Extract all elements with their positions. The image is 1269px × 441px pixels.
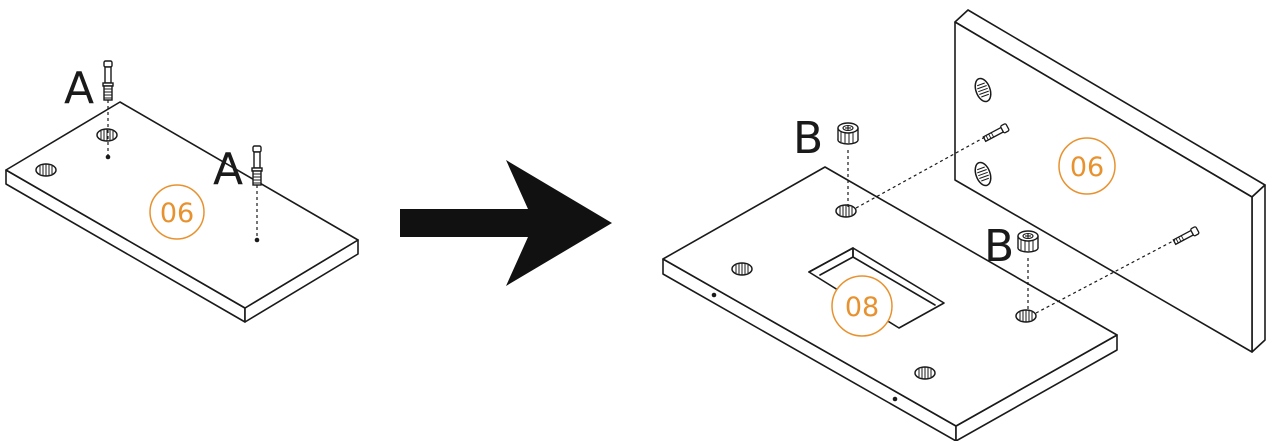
part-number-badge: 08 [831, 275, 893, 337]
part-number-badge: 06 [1058, 137, 1116, 195]
dowel-hole [254, 237, 260, 243]
cam-lock-icon [1017, 230, 1039, 253]
guide-line [1035, 239, 1176, 314]
cam-bolt-icon [102, 60, 114, 101]
label-a: A [64, 63, 94, 114]
cam-hole-icon [1015, 309, 1037, 323]
arrow-right-icon [400, 160, 612, 286]
part-number-06: 06 [1070, 152, 1104, 183]
cam-hole-icon [731, 262, 753, 276]
dowel-hole [105, 154, 111, 160]
part-number-badge: 06 [149, 184, 205, 240]
part-number-06: 06 [160, 198, 194, 229]
label-a: A [213, 144, 243, 195]
cam-hole-icon [96, 128, 118, 142]
part-number-08: 08 [845, 292, 879, 323]
edge-hole [711, 292, 717, 298]
label-b: B [984, 221, 1014, 272]
cam-hole-icon [914, 366, 936, 380]
cam-lock-icon [837, 122, 859, 145]
label-b: B [793, 113, 823, 164]
cam-hole-icon [35, 163, 57, 177]
cam-bolt-icon [251, 145, 263, 186]
guide-line [855, 136, 986, 209]
edge-hole [892, 396, 898, 402]
cam-hole-icon [835, 204, 857, 218]
